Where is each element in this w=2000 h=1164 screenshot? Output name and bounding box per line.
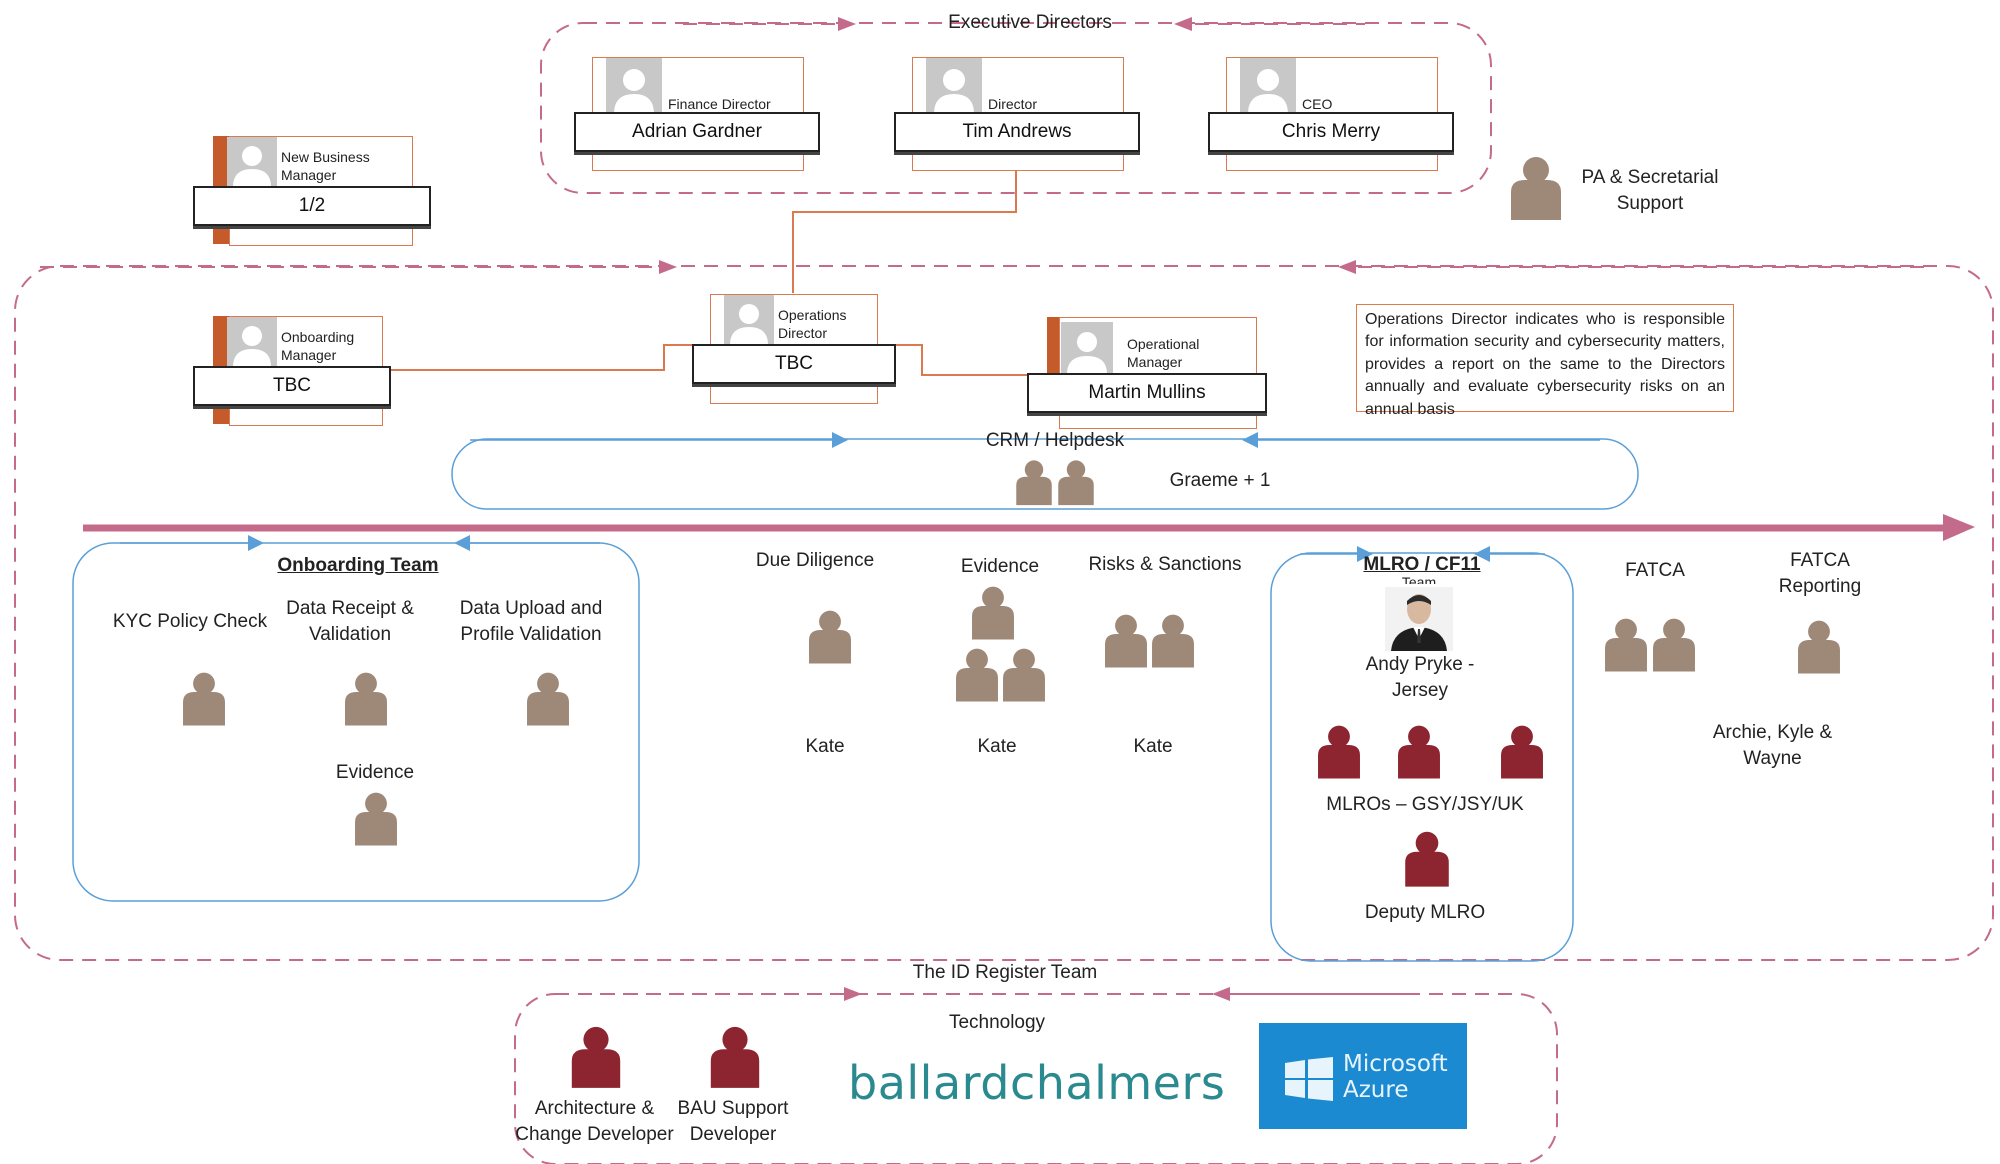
executive-title: Executive Directors — [948, 12, 1112, 33]
andy-pryke-photo — [1385, 587, 1453, 651]
person-icon — [566, 1020, 626, 1095]
deputy-mlro: Deputy MLRO — [1364, 902, 1486, 923]
card-name: TBC — [193, 366, 391, 406]
onboarding-evidence: Evidence — [335, 762, 415, 783]
person-icon — [967, 582, 1019, 645]
card-name: 1/2 — [193, 186, 431, 226]
mlro-team-box — [1270, 552, 1574, 962]
azure-line-1: Microsoft — [1343, 1051, 1448, 1077]
person-icon — [340, 668, 392, 731]
avatar-placeholder-icon — [926, 58, 982, 114]
person-icon — [1505, 152, 1567, 225]
pa-label: PA & Secretarial Support — [1581, 167, 1719, 214]
onboarding-team-title: Onboarding Team — [277, 555, 439, 576]
card-operational-manager[interactable]: Operational Manager Martin Mullins — [1027, 317, 1267, 429]
card-finance-director[interactable]: Finance Director Adrian Gardner — [574, 57, 820, 171]
azure-line-2: Azure — [1343, 1077, 1409, 1103]
person-icon — [522, 668, 574, 731]
mlro-title-overflow: Team — [1401, 574, 1437, 584]
avatar-placeholder-icon — [724, 295, 774, 345]
risks-owner: Kate — [1133, 736, 1173, 757]
windows-logo-icon — [1285, 1057, 1333, 1106]
person-icon — [1313, 720, 1365, 785]
mlro-head: Andy Pryke - Jersey — [1365, 654, 1475, 701]
id-register-title: The ID Register Team — [912, 962, 1098, 983]
role-architecture: Architecture & Change Developer — [515, 1098, 674, 1145]
ballard-chalmers-logo: ballardchalmers — [848, 1056, 1226, 1110]
card-name: Adrian Gardner — [574, 112, 820, 152]
person-icon — [1400, 826, 1454, 893]
evidence-title: Evidence — [960, 556, 1040, 577]
person-icon — [350, 788, 402, 851]
person-icon — [1496, 720, 1548, 785]
card-role: CEO — [1302, 96, 1333, 112]
person-icon — [1100, 610, 1152, 673]
avatar-placeholder-icon — [1061, 322, 1113, 374]
card-name: TBC — [692, 344, 896, 384]
card-onboarding-manager[interactable]: Onboarding Manager TBC — [193, 316, 393, 426]
person-icon — [1054, 456, 1098, 511]
card-role: Onboarding Manager — [281, 329, 355, 364]
person-icon — [705, 1020, 765, 1095]
person-icon — [951, 644, 1003, 707]
person-icon — [178, 668, 230, 731]
person-icon — [804, 606, 856, 669]
due-diligence-owner: Kate — [805, 736, 845, 757]
cybersecurity-note: Operations Director indicates who is res… — [1356, 304, 1734, 418]
person-icon — [1600, 614, 1652, 677]
card-ceo[interactable]: CEO Chris Merry — [1208, 57, 1454, 171]
card-operations-director[interactable]: Operations Director TBC — [692, 294, 896, 404]
microsoft-azure-logo: Microsoft Azure — [1259, 1023, 1467, 1129]
card-name: Tim Andrews — [894, 112, 1140, 152]
card-role: Director — [988, 96, 1038, 112]
person-icon — [1393, 720, 1445, 785]
fatca-members: Archie, Kyle & Wayne — [1712, 722, 1833, 769]
person-icon — [1648, 614, 1700, 677]
avatar-placeholder-icon — [227, 317, 277, 367]
person-icon — [1147, 610, 1199, 673]
avatar-placeholder-icon — [1240, 58, 1296, 114]
timeline-arrowhead — [1943, 514, 1975, 541]
risks-title: Risks & Sanctions — [1088, 554, 1242, 575]
card-role: New Business Manager — [281, 149, 370, 184]
fatca-reporting-label: FATCA Reporting — [1778, 550, 1862, 597]
person-icon — [998, 644, 1050, 707]
card-role: Operational Manager — [1127, 336, 1200, 371]
operations-boundary — [14, 265, 1994, 961]
boundary-arrows — [40, 17, 1930, 1001]
person-icon — [1793, 616, 1845, 679]
avatar-placeholder-icon — [227, 137, 277, 187]
card-name: Chris Merry — [1208, 112, 1454, 152]
card-director[interactable]: Director Tim Andrews — [894, 57, 1140, 171]
fatca-label: FATCA — [1625, 560, 1685, 581]
card-role: Finance Director — [668, 96, 771, 112]
crm-members: Graeme + 1 — [1169, 470, 1271, 491]
mlro-title: MLRO / CF11 — [1363, 554, 1481, 575]
role-bau-support: BAU Support Developer — [677, 1098, 789, 1145]
due-diligence-title: Due Diligence — [755, 550, 875, 571]
person-icon — [1012, 456, 1056, 511]
onboarding-team-box — [72, 542, 640, 902]
org-lines — [388, 148, 1033, 376]
card-new-business-manager[interactable]: New Business Manager 1/2 — [193, 136, 433, 246]
mlros-label: MLROs – GSY/JSY/UK — [1326, 794, 1524, 815]
crm-box — [451, 438, 1639, 510]
executive-boundary — [540, 22, 1492, 194]
function-data-upload: Data Upload and Profile Validation — [459, 598, 603, 645]
avatar-placeholder-icon — [606, 58, 662, 114]
function-kyc: KYC Policy Check — [112, 611, 268, 632]
card-name: Martin Mullins — [1027, 373, 1267, 413]
technology-label: Technology — [948, 1012, 1046, 1033]
crm-title: CRM / Helpdesk — [985, 430, 1125, 451]
card-role: Operations Director — [778, 307, 847, 342]
evidence-owner: Kate — [977, 736, 1017, 757]
function-data-receipt: Data Receipt & Validation — [286, 598, 414, 645]
technology-boundary — [514, 993, 1558, 1164]
